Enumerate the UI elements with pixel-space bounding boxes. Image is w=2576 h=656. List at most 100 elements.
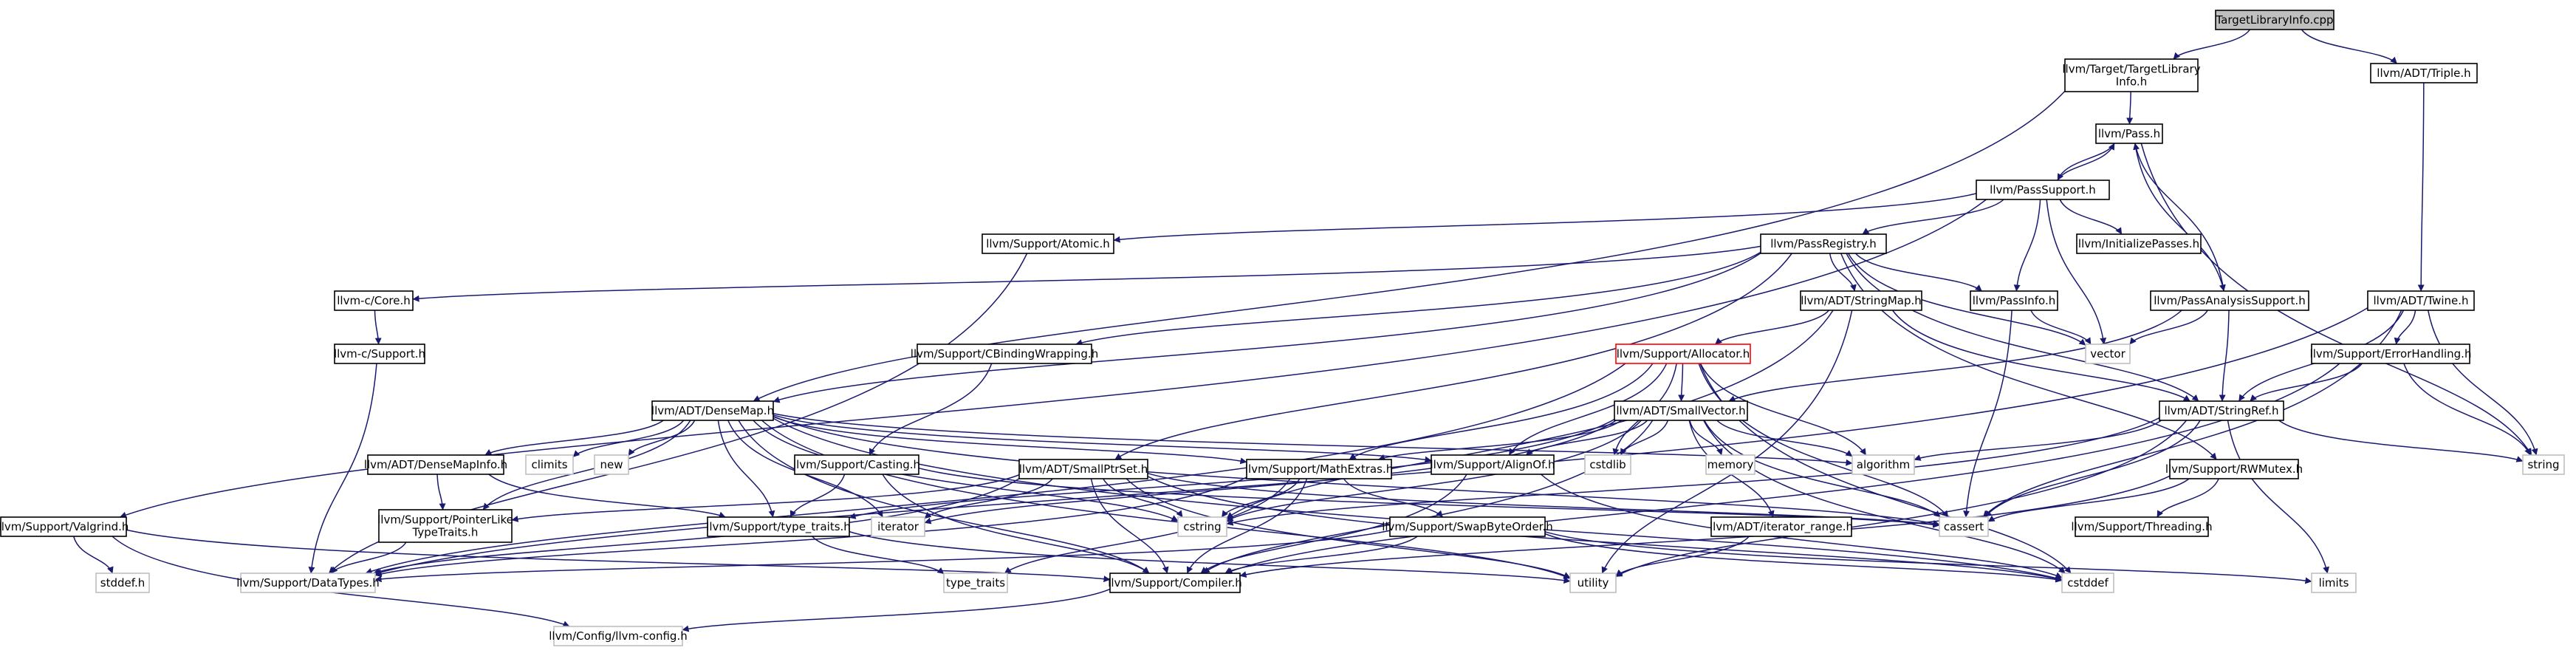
node-swapbyteorder-h[interactable]: llvm/Support/SwapByteOrder.h — [1382, 516, 1553, 537]
node-alignof-h[interactable]: llvm/Support/AlignOf.h — [1430, 454, 1555, 475]
node-smallvector-h[interactable]: llvm/ADT/SmallVector.h — [1614, 400, 1748, 421]
node-label: llvm-c/Support.h — [334, 347, 425, 361]
node-typetraits-h[interactable]: llvm/Support/type_traits.h — [706, 516, 851, 537]
node-label: string — [2527, 458, 2559, 471]
node-label: llvm/Pass.h — [2098, 127, 2160, 140]
include-edge-stringmap_h-to-allocator_h — [1715, 310, 1830, 345]
node-box — [553, 626, 683, 646]
node-box — [2095, 123, 2163, 144]
include-edge-errorhandling_h-to-stringref_h — [2250, 363, 2363, 402]
include-edge-smallvector_h-to-typetraits_h — [849, 418, 1615, 519]
node-passregistry-h[interactable]: llvm/PassRegistry.h — [1760, 233, 1887, 254]
include-edge-mathextras_h-to-compiler_h — [1186, 478, 1308, 574]
include-edge-pass_h-to-string — [2140, 143, 2532, 456]
include-edge-densemap_h-to-new — [628, 420, 696, 457]
node-label: algorithm — [1857, 458, 1910, 471]
node-label: llvm/Support/PointerLike — [377, 513, 513, 527]
include-edge-mathextras_h-to-swapbyteorder_h — [1343, 478, 1444, 518]
node-threading-h[interactable]: llvm/Support/Threading.h — [2071, 516, 2213, 537]
node-label: llvm/Support/MathExtras.h — [1245, 462, 1393, 476]
node-casting-h[interactable]: llvm/Support/Casting.h — [793, 454, 920, 475]
node-new: new — [594, 454, 629, 475]
node-tli-h[interactable]: llvm/Target/TargetLibraryInfo.h — [2062, 58, 2201, 92]
include-edge-allocator_h-to-alignof_h — [1508, 363, 1668, 456]
node-triple-h[interactable]: llvm/ADT/Triple.h — [2370, 63, 2478, 83]
node-label: memory — [1707, 458, 1754, 471]
include-edge-pass_h-to-passsupport_h — [2057, 143, 2115, 181]
include-edge-rwmutex_h-to-cassert — [1987, 478, 2190, 522]
edge-layer — [72, 29, 2538, 632]
node-stringref-h[interactable]: llvm/ADT/StringRef.h — [2159, 400, 2284, 421]
node-densemapinfo-h[interactable]: llvm/ADT/DenseMapInfo.h — [364, 454, 507, 475]
node-box — [1710, 516, 1852, 537]
include-edge-passinfo_h-to-cassert — [1963, 310, 2012, 518]
include-edge-twine_h-to-string — [2427, 310, 2538, 456]
node-box — [367, 454, 504, 475]
node-densemap-h[interactable]: llvm/ADT/DenseMap.h — [651, 400, 774, 421]
include-edge-casting_h-to-typetraits_h — [789, 474, 846, 518]
node-box — [2169, 459, 2299, 479]
node-initpasses-h[interactable]: llvm/InitializePasses.h — [2076, 233, 2202, 254]
node-label: llvm/Config/llvm-config.h — [549, 629, 687, 643]
node-box — [2150, 290, 2309, 311]
node-cstddef: cstddef — [2061, 573, 2114, 593]
node-cbinding-h[interactable]: llvm/Support/CBindingWrapping.h — [911, 344, 1098, 364]
node-box — [2061, 573, 2114, 593]
node-label: llvm/ADT/DenseMapInfo.h — [364, 458, 507, 471]
include-edge-densemap_h-to-typetraits_h — [717, 420, 775, 518]
include-edge-passregistry_h-to-stringref_h — [1846, 253, 2199, 402]
include-edge-smallptrset_h-to-pointerlike_h — [511, 474, 1020, 522]
node-twine-h[interactable]: llvm/ADT/Twine.h — [2367, 290, 2475, 311]
include-edge-passsupport_h-to-passregistry_h — [1862, 199, 2004, 235]
include-edge-smallvector_h-to-algorithm — [1716, 420, 1853, 457]
node-box — [1939, 516, 1989, 537]
include-edge-densemap_h-to-cassert — [773, 415, 1940, 527]
node-smallptrset-h[interactable]: llvm/ADT/SmallPtrSet.h — [1018, 459, 1148, 479]
node-compiler-h[interactable]: llvm/Support/Compiler.h — [1108, 573, 1242, 593]
include-edge-smallptrset_h-to-cstring — [1103, 478, 1183, 518]
include-edge-stringref_h-to-string — [2278, 420, 2524, 462]
include-edge-smallvector_h-to-cstring — [1226, 420, 1642, 522]
include-edge-passsupport_h-to-initpasses_h — [2059, 199, 2123, 235]
include-edge-smallvector_h-to-memory — [1689, 420, 1723, 456]
include-edge-allocator_h-to-mathextras_h — [1349, 363, 1654, 460]
node-atomic-h[interactable]: llvm/Support/Atomic.h — [982, 233, 1114, 254]
node-mathextras-h[interactable]: llvm/Support/MathExtras.h — [1245, 459, 1393, 479]
node-label: llvm/PassAnalysisSupport.h — [2154, 294, 2305, 307]
include-edge-typetraits_h-to-type_traits — [812, 536, 945, 575]
node-label: llvm/PassRegistry.h — [1770, 237, 1877, 250]
node-passanalysis-h[interactable]: llvm/PassAnalysisSupport.h — [2150, 290, 2309, 311]
node-box — [1569, 573, 1617, 593]
include-edge-stringmap_h-to-utility — [1601, 310, 1853, 574]
node-root[interactable]: TargetLibraryInfo.cpp — [2215, 10, 2334, 30]
node-string: string — [2522, 454, 2565, 475]
node-box — [594, 454, 629, 475]
node-rwmutex-h[interactable]: llvm/Support/RWMutex.h — [2165, 459, 2303, 479]
include-edge-smallvector_h-to-cassert — [1704, 420, 1941, 518]
node-errorhandling-h[interactable]: llvm/Support/ErrorHandling.h — [2310, 344, 2472, 364]
node-algorithm: algorithm — [1852, 454, 1915, 475]
node-core-h[interactable]: llvm-c/Core.h — [334, 290, 414, 311]
node-label: llvm/ADT/DenseMap.h — [651, 404, 774, 417]
node-box — [378, 509, 513, 543]
node-allocator-h[interactable]: llvm/Support/Allocator.h — [1615, 344, 1751, 364]
node-box — [2064, 58, 2199, 92]
include-edge-core_h-to-csupport_h — [374, 310, 382, 345]
node-box — [1177, 516, 1227, 537]
include-edge-swapbyteorder_h-to-limits — [1544, 531, 2312, 584]
node-stringmap-h[interactable]: llvm/ADT/StringMap.h — [1800, 290, 1922, 311]
node-csupport-h[interactable]: llvm-c/Support.h — [334, 344, 425, 364]
node-pass-h[interactable]: llvm/Pass.h — [2095, 123, 2163, 144]
include-edge-mathextras_h-to-datatypes_h — [374, 476, 1247, 578]
node-box — [1852, 454, 1915, 475]
node-passsupport-h[interactable]: llvm/PassSupport.h — [1976, 180, 2110, 200]
include-edge-passanalysis_h-to-pass_h — [2133, 143, 2224, 292]
node-passinfo-h[interactable]: llvm/PassInfo.h — [1970, 290, 2058, 311]
node-iteratorrange-h[interactable]: llvm/ADT/iterator_range.h — [1710, 516, 1853, 537]
node-valgrind-h[interactable]: llvm/Support/Valgrind.h — [0, 516, 129, 537]
node-label: llvm/Support/Casting.h — [793, 458, 920, 471]
node-label: llvm/PassSupport.h — [1990, 183, 2096, 197]
node-box — [651, 400, 774, 421]
